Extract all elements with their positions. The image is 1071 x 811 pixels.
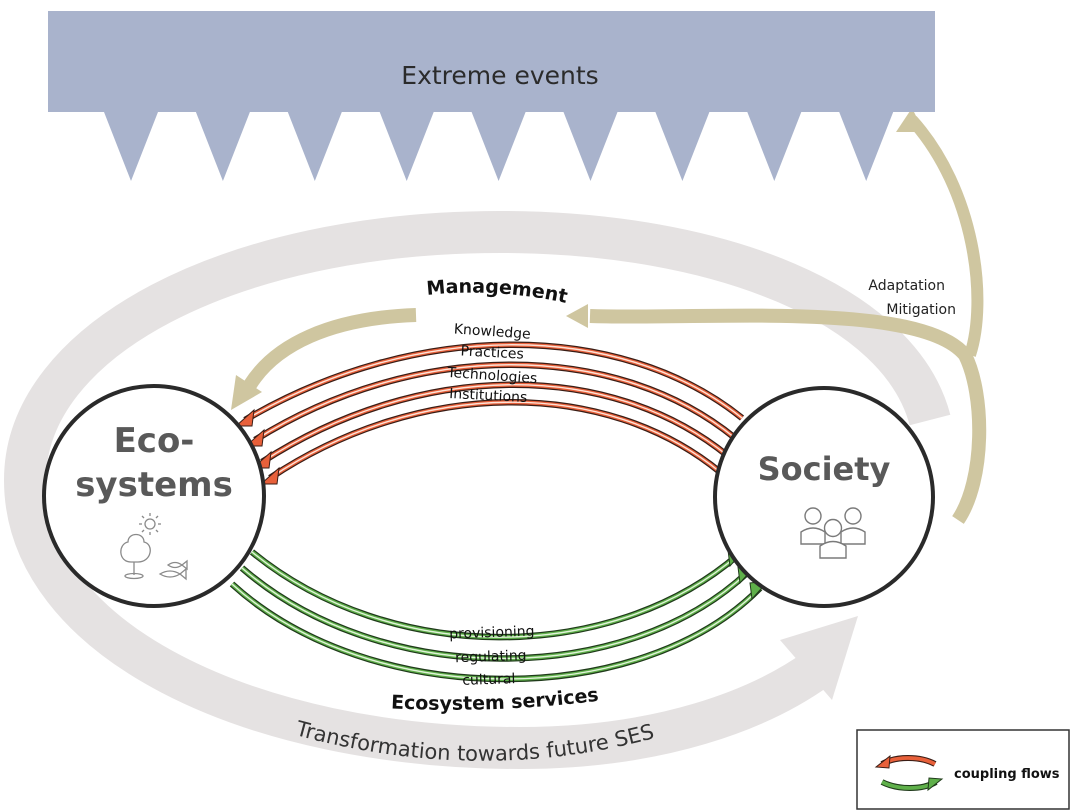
banner-triangle-8 <box>747 112 802 181</box>
management-arrow-shaft <box>589 308 987 524</box>
society-node: Society <box>713 386 935 608</box>
flow-label-provisioning: provisioning <box>449 624 535 643</box>
management-arrow-lower <box>244 308 417 389</box>
banner-triangle-3 <box>287 112 342 181</box>
management-heading: Management <box>426 275 570 307</box>
management-arrow-head-right <box>566 304 588 328</box>
banner-label: Extreme events <box>401 61 598 90</box>
banner-triangle-7 <box>655 112 710 181</box>
legend-red-flow <box>874 754 937 769</box>
people-icon <box>800 507 866 559</box>
banner-triangle-5 <box>471 112 526 181</box>
transformation-loop <box>3 210 951 770</box>
flow-label-knowledge: Knowledge <box>453 321 531 342</box>
fish-icon <box>158 559 188 581</box>
ecosystems-circle <box>42 384 266 608</box>
banner-triangle-4 <box>379 112 434 181</box>
management-arrow-group <box>231 108 987 524</box>
flow-label-cultural: cultural <box>462 671 516 689</box>
mitigation-label: Mitigation <box>886 302 956 318</box>
banner-triangles <box>104 112 894 181</box>
adaptation-label: Adaptation <box>868 278 945 294</box>
ecosystem-services-heading: Ecosystem services <box>391 684 600 715</box>
extreme-events-banner: Extreme events <box>48 11 935 181</box>
management-arrowhead-1 <box>234 408 255 427</box>
society-circle <box>713 386 935 608</box>
management-flows <box>234 345 742 485</box>
flow-label-regulating: regulating <box>455 648 527 666</box>
transformation-loop-arrowhead <box>780 616 858 700</box>
adaptation-arrow-head <box>896 108 924 132</box>
flow-label-technologies: Technologies <box>446 365 538 387</box>
transformation-loop-band <box>3 210 951 770</box>
management-arrowhead-4 <box>259 466 280 485</box>
banner-triangle-9 <box>839 112 894 181</box>
legend-label: coupling flows <box>954 767 1060 782</box>
banner-bar <box>48 11 935 112</box>
ecosystems-title-line1: Eco- <box>114 421 195 461</box>
society-title: Society <box>758 450 891 488</box>
banner-triangle-2 <box>195 112 250 181</box>
ecosystems-node: Eco- systems <box>42 384 266 608</box>
adaptation-arrow-shaft <box>907 115 984 357</box>
tree-icon <box>120 533 151 580</box>
flow-label-institutions: Institutions <box>449 386 528 406</box>
sun-icon <box>139 513 161 535</box>
legend: coupling flows <box>856 729 1070 810</box>
legend-box <box>856 729 1070 810</box>
banner-triangle-6 <box>563 112 618 181</box>
banner-triangle-1 <box>104 112 158 181</box>
legend-green-flow <box>880 777 944 792</box>
flow-label-practices: Practices <box>460 343 524 362</box>
management-arrow-head-left <box>231 375 262 410</box>
ecosystems-title-line2: systems <box>75 465 233 505</box>
